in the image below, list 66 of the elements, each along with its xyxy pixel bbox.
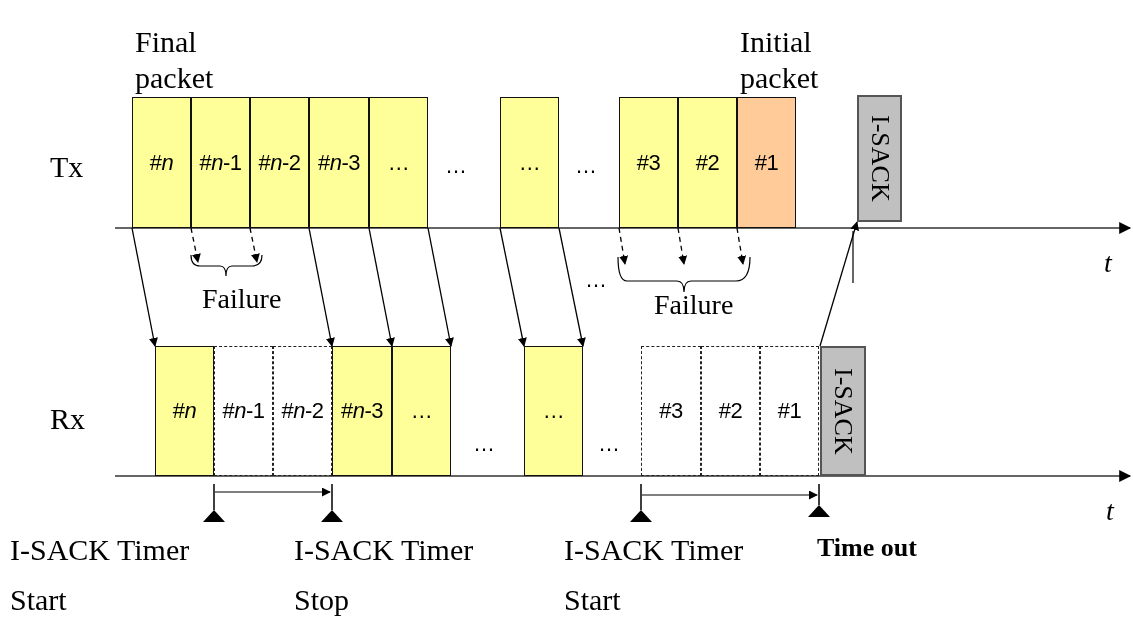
packet-caption: Final packet [135, 24, 215, 96]
packet-label: … [542, 398, 565, 424]
ack-box [857, 95, 902, 222]
packet-box [760, 346, 819, 476]
dashed-arrow [249, 227, 260, 263]
text-label: … [598, 430, 620, 458]
packet-box [369, 97, 428, 228]
ack-label: I-SACK [828, 367, 858, 455]
packet-box [250, 97, 309, 228]
packet-label: #n-3 [340, 398, 384, 424]
packet-label: #n-1 [199, 149, 242, 176]
arrow [499, 227, 527, 347]
text-label: I-SACK Timer Start [564, 532, 745, 618]
arrow [308, 227, 335, 347]
arrow [819, 221, 859, 347]
packet-box [214, 346, 273, 476]
packet-box [678, 97, 737, 228]
packet-label: … [387, 149, 410, 176]
ack-label: I-SACK [864, 115, 895, 202]
text-label: I-SACK Timer Stop [294, 532, 475, 618]
packet-box [309, 97, 369, 228]
dashed-arrow [736, 227, 747, 265]
packet-label: #n [172, 398, 197, 424]
packet-label: … [518, 149, 541, 176]
text-label: t [1106, 494, 1114, 528]
text-label: … [473, 430, 495, 458]
text-label: Rx [50, 401, 85, 437]
text-label: … [445, 152, 467, 180]
ack-box [820, 346, 866, 476]
dashed-arrow [618, 227, 629, 265]
text-label: Tx [50, 149, 84, 185]
text-label: … [585, 266, 607, 294]
packet-caption: Initial packet [740, 24, 820, 96]
dashed-arrow [677, 227, 688, 265]
packet-box [641, 346, 701, 476]
packet-label: #2 [695, 149, 720, 176]
arrow [558, 227, 586, 347]
text-label: … [575, 152, 597, 180]
packet-label: #2 [718, 398, 743, 424]
packet-box [500, 97, 559, 228]
packet-label: #n-2 [258, 149, 301, 176]
packet-label: #n-1 [222, 398, 265, 424]
packet-box [332, 346, 392, 476]
packet-box [155, 346, 214, 476]
packet-label: #3 [659, 398, 683, 424]
packet-label: #n-3 [317, 149, 361, 176]
packet-box [701, 346, 760, 476]
text-label: t [1104, 246, 1112, 280]
packet-box [392, 346, 451, 476]
packet-label: #1 [754, 149, 779, 176]
packet-label: #3 [636, 149, 661, 176]
packet-label: #n-2 [281, 398, 324, 424]
text-label: Time out [817, 532, 917, 564]
packet-box [524, 346, 583, 476]
packet-label: … [410, 398, 433, 424]
packet-label: #1 [777, 398, 802, 424]
arrow [368, 227, 395, 347]
packet-box [191, 97, 250, 228]
packet-box [619, 97, 678, 228]
text-label: I-SACK Timer Start [10, 532, 191, 618]
arrow [131, 227, 158, 347]
text-label: Failure [654, 288, 734, 322]
text-label: Failure [202, 282, 282, 316]
arrow [427, 227, 454, 347]
dashed-arrow [190, 227, 201, 263]
packet-label: #n [149, 149, 174, 176]
